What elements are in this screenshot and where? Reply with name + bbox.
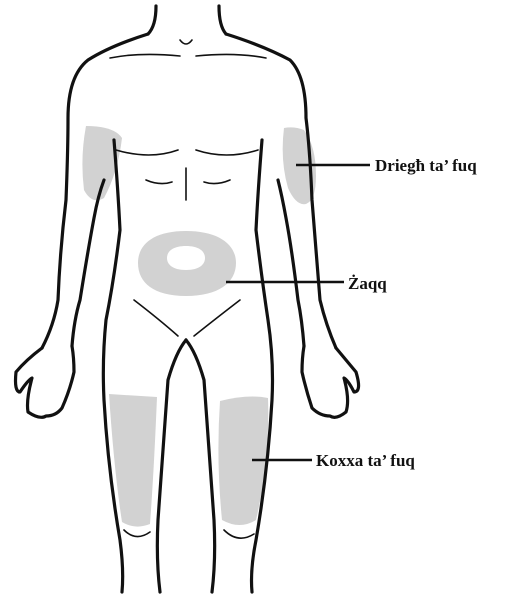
left-torso-side (103, 140, 122, 592)
right-inner-arm (278, 180, 304, 346)
neck-left-line (148, 6, 156, 34)
collarbone-right (196, 54, 266, 58)
labels: Driegħ ta’ fuq Żaqq Koxxa ta’ fuq (316, 156, 477, 470)
label-upper-arm: Driegħ ta’ fuq (375, 156, 477, 175)
collarbone-left (110, 54, 180, 58)
label-thigh: Koxxa ta’ fuq (316, 451, 415, 470)
chest-right (196, 150, 258, 155)
neck-right-line (219, 6, 226, 34)
left-knee-detail (124, 530, 150, 537)
left-hand-outline (16, 346, 75, 417)
right-torso-side (252, 140, 273, 592)
right-knee-detail (224, 530, 254, 538)
region-abdomen (138, 231, 236, 296)
ribs-left (146, 180, 172, 184)
sternum-notch (180, 40, 192, 44)
left-inner-arm (72, 180, 104, 346)
ribs-right (204, 180, 230, 184)
right-inner-leg (186, 340, 215, 592)
body-figure (16, 6, 359, 592)
groin-right (194, 300, 240, 336)
label-abdomen: Żaqq (348, 274, 387, 293)
left-inner-leg (157, 340, 186, 592)
groin-left (134, 300, 178, 336)
chest-left (116, 150, 178, 155)
right-hand-outline (302, 346, 359, 417)
